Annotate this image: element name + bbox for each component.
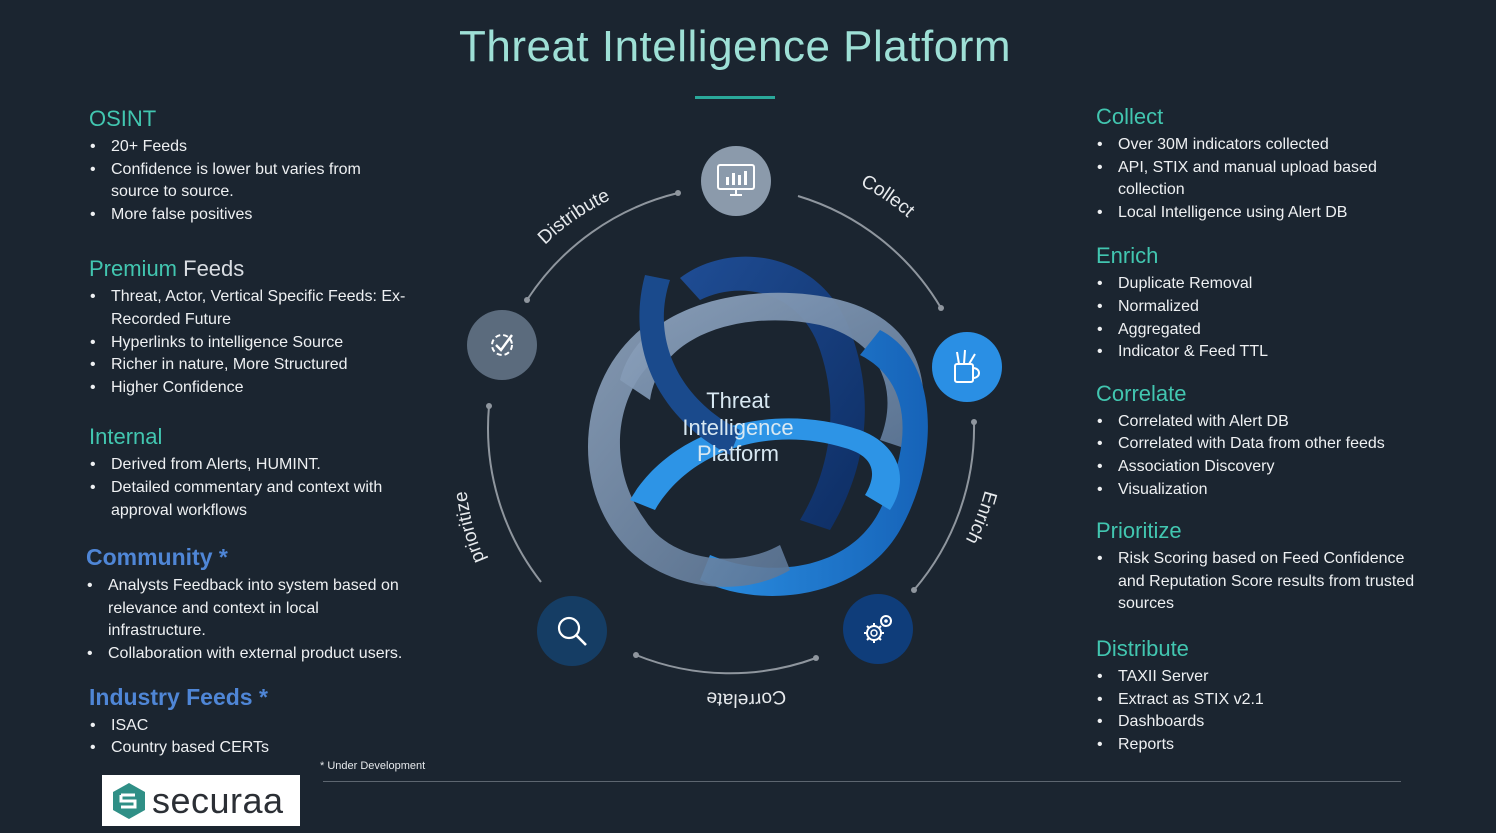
- list-item: Indicator & Feed TTL: [1096, 341, 1416, 364]
- list-item: Hyperlinks to intelligence Source: [89, 332, 409, 355]
- premium-heading: Premium Feeds: [89, 256, 409, 282]
- monitor-chart-icon: [701, 146, 771, 216]
- ribbon-dark-left: [639, 275, 740, 455]
- bottom-divider: [323, 781, 1401, 782]
- stage-label-distribute: Distribute: [534, 185, 613, 249]
- osint-heading: OSINT: [89, 106, 157, 131]
- ring-arc: [635, 654, 817, 675]
- cycle-ring: [487, 192, 976, 675]
- gears-icon: [843, 594, 913, 664]
- center-label-line: Threat: [706, 388, 770, 413]
- ribbon-grey-left: [587, 330, 790, 587]
- list-item: Higher Confidence: [89, 377, 409, 400]
- ring-arc: [526, 192, 679, 301]
- stage-label-collect: Collect: [858, 171, 919, 222]
- distribute-heading: Distribute: [1096, 635, 1189, 661]
- internal-section: Internal Derived from Alerts, HUMINT. De…: [89, 424, 409, 522]
- enrich-section: Enrich Duplicate Removal Normalized Aggr…: [1096, 243, 1416, 363]
- ribbon-grey-top: [620, 292, 924, 450]
- title-underline: [695, 96, 775, 99]
- list-item: Correlated with Alert DB: [1096, 411, 1416, 434]
- list-item: 20+ Feeds: [89, 136, 409, 159]
- ring-dot: [911, 587, 917, 593]
- footnote: * Under Development: [320, 760, 426, 772]
- community-section: Community * Analysts Feedback into syste…: [86, 544, 409, 665]
- list-item: Country based CERTs: [89, 737, 409, 760]
- collect-section: Collect Over 30M indicators collected AP…: [1096, 104, 1416, 224]
- list-item: Detailed commentary and context with app…: [89, 477, 409, 522]
- list-item: Analysts Feedback into system based on r…: [86, 575, 409, 643]
- distribute-section: Distribute TAXII Server Extract as STIX …: [1096, 636, 1416, 756]
- list-item: Risk Scoring based on Feed Confidence an…: [1096, 548, 1416, 616]
- enrich-heading: Enrich: [1096, 243, 1159, 269]
- collect-heading: Collect: [1096, 104, 1164, 129]
- stage-label-prioritize: prioritize: [451, 490, 490, 566]
- ring-dot: [524, 297, 530, 303]
- center-label: Threat Intelligence Platform: [648, 388, 828, 468]
- ring-dot: [486, 403, 492, 409]
- list-item: ISAC: [89, 715, 409, 738]
- list-item: Local Intelligence using Alert DB: [1096, 202, 1416, 225]
- list-item: Confidence is lower but varies from sour…: [89, 159, 409, 204]
- list-item: Collaboration with external product user…: [86, 643, 409, 666]
- internal-heading: Internal: [89, 424, 163, 450]
- ring-arc: [913, 421, 976, 591]
- sources-column: OSINT 20+ Feeds Confidence is lower but …: [86, 106, 409, 760]
- correlate-section: Correlate Correlated with Alert DB Corre…: [1096, 381, 1416, 501]
- logo-text: securaa: [152, 779, 284, 821]
- list-item: Correlated with Data from other feeds: [1096, 433, 1416, 456]
- premium-section: Premium Feeds Threat, Actor, Vertical Sp…: [89, 256, 409, 399]
- ring-dot: [675, 190, 681, 196]
- list-item: TAXII Server: [1096, 666, 1416, 689]
- stage-label-enrich: Enrich: [961, 489, 1000, 548]
- ring-dot: [813, 655, 819, 661]
- list-item: Reports: [1096, 734, 1416, 757]
- community-heading: Community *: [86, 544, 228, 571]
- list-item: Derived from Alerts, HUMINT.: [89, 454, 409, 477]
- center-label-line: Platform: [697, 441, 779, 466]
- osint-section: OSINT 20+ Feeds Confidence is lower but …: [89, 106, 409, 226]
- prioritize-section: Prioritize Risk Scoring based on Feed Co…: [1096, 518, 1416, 616]
- industry-section: Industry Feeds * ISAC Country based CERT…: [89, 684, 409, 760]
- prioritize-heading: Prioritize: [1096, 518, 1182, 544]
- ribbon-dark: [680, 256, 865, 530]
- cycle-diagram: Distribute Collect Enrich Correlate prio…: [451, 171, 1001, 710]
- correlate-heading: Correlate: [1096, 380, 1187, 406]
- ring-dots: [486, 190, 977, 661]
- ribbon-blue-bottom: [630, 418, 900, 510]
- premium-heading-b: Feeds: [177, 256, 245, 282]
- list-item: Aggregated: [1096, 319, 1416, 342]
- ring-dot: [938, 305, 944, 311]
- list-item: Association Discovery: [1096, 456, 1416, 479]
- list-item: Over 30M indicators collected: [1096, 134, 1416, 157]
- list-item: Richer in nature, More Structured: [89, 354, 409, 377]
- list-item: Threat, Actor, Vertical Specific Feeds: …: [89, 286, 409, 331]
- list-item: Normalized: [1096, 296, 1416, 319]
- process-column: Collect Over 30M indicators collected AP…: [1096, 104, 1416, 756]
- ring-arc: [797, 195, 942, 309]
- ring-arc: [487, 405, 542, 583]
- magnifier-icon: [537, 596, 607, 666]
- brand-logo: securaa: [102, 775, 300, 826]
- list-item: API, STIX and manual upload based collec…: [1096, 157, 1416, 202]
- list-item: More false positives: [89, 204, 409, 227]
- list-item: Dashboards: [1096, 711, 1416, 734]
- stage-label-correlate: Correlate: [705, 685, 787, 710]
- ring-dot: [971, 419, 977, 425]
- premium-heading-a: Premium: [89, 256, 178, 282]
- ring-dot: [633, 652, 639, 658]
- ribbon-knot-graphic: [587, 256, 928, 596]
- gear-check-icon: [467, 310, 537, 380]
- list-item: Duplicate Removal: [1096, 273, 1416, 296]
- list-item: Extract as STIX v2.1: [1096, 689, 1416, 712]
- logo-mark-icon: [113, 782, 145, 819]
- list-item: Visualization: [1096, 479, 1416, 502]
- center-label-line: Intelligence: [682, 414, 794, 440]
- ribbon-blue-right: [700, 330, 928, 596]
- industry-heading: Industry Feeds *: [89, 683, 268, 710]
- tools-mug-icon: [932, 332, 1002, 402]
- page-title: Threat Intelligence Platform: [458, 22, 1012, 71]
